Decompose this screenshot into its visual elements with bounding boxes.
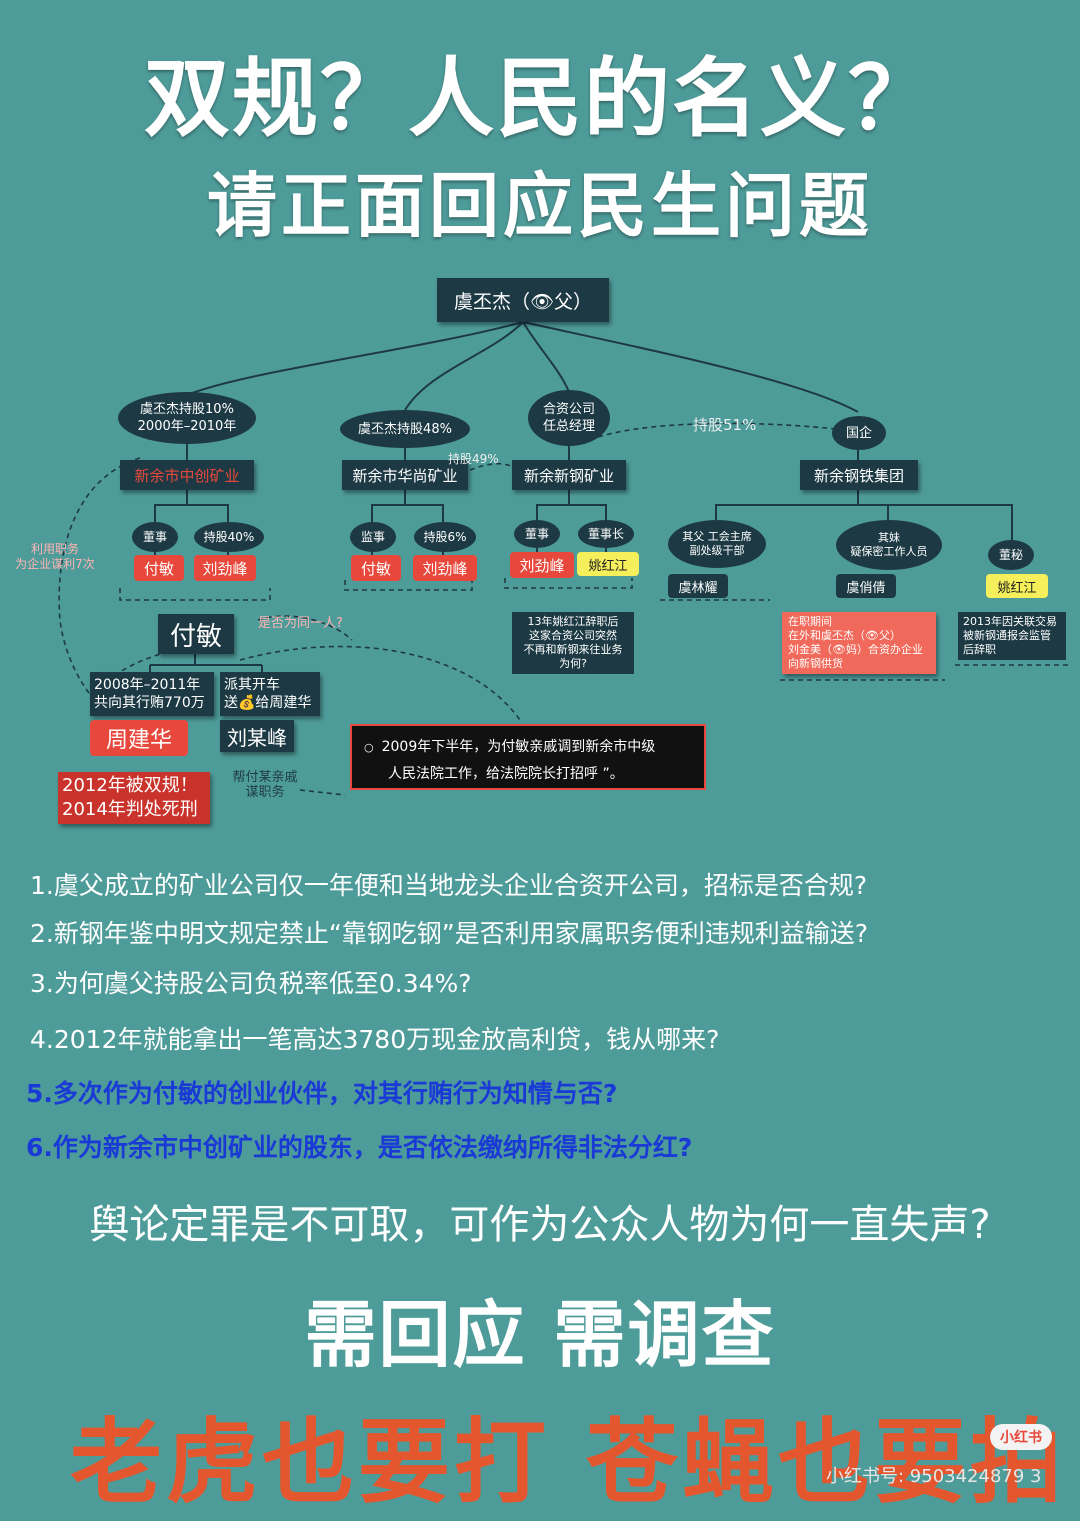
- yao-note-line1: 13年姚红江辞职后: [527, 615, 619, 628]
- link-root-b2: [404, 321, 524, 411]
- secretary-note-line2: 被新钢通报会监管: [963, 629, 1051, 642]
- oval-b2: 虞丕杰持股48%: [340, 410, 470, 448]
- father-union-line2: 副处级干部: [689, 544, 745, 557]
- label-abuse: 利用职务 为企业谋利7次: [10, 542, 100, 572]
- car-box-line2: 送💰给周建华: [224, 695, 312, 711]
- question-3: 3.为何虞父持股公司负税率低至0.34%?: [30, 969, 472, 998]
- slogan: 老虎也要打 苍蝇也要拍: [70, 1409, 1067, 1516]
- role-director-1: 董事: [132, 522, 178, 552]
- sentence-line1: 2012年被双规！: [62, 775, 198, 796]
- secretary-note-line3: 后辞职: [963, 643, 996, 656]
- question-1: 1.虞父成立的矿业公司仅一年便和当地龙头企业合资开公司，招标是否合规?: [30, 871, 868, 900]
- role-supervisor: 监事: [350, 522, 396, 552]
- oval-secretary: 董秘: [988, 540, 1034, 570]
- tag-fumin-2: 付敏: [351, 555, 401, 581]
- role-share6: 持股6%: [414, 522, 476, 552]
- root-node: 虞丕杰（👁父）: [437, 278, 609, 322]
- question-4: 4.2012年就能拿出一笔高达3780万现金放高利贷，钱从哪来?: [30, 1025, 720, 1054]
- label-share51: 持股51%: [693, 416, 757, 434]
- car-box: 派其开车送💰给周建华: [220, 672, 320, 716]
- oval-sister: 其妹疑保密工作人员: [836, 520, 942, 570]
- link-root-b4: [522, 321, 859, 413]
- tag-yaohongjiang-1: 姚红江: [577, 552, 639, 576]
- role-chairman: 董事长: [578, 520, 634, 548]
- oval-b3: 合资公司任总经理: [528, 390, 610, 446]
- oval-b4: 国企: [832, 416, 886, 450]
- role-share40: 持股40%: [194, 522, 264, 552]
- diagram-links: [58, 321, 1070, 796]
- tag-yulinyao: 虞林耀: [668, 574, 728, 598]
- quote-line1: 2009年下半年，为付敏亲戚调到新余市中级: [381, 739, 656, 755]
- label-same-person: 是否为同一人?: [258, 616, 343, 631]
- question-5: 5.多次作为付敏的创业伙伴，对其行贿行为知情与否?: [26, 1079, 618, 1108]
- tag-zhoujianhua: 周建华: [90, 720, 188, 756]
- tag-liujinfeng-1: 刘劲峰: [194, 555, 256, 581]
- role-director-2: 董事: [514, 520, 560, 548]
- main-title: 双规？人民的名义？: [144, 49, 936, 149]
- company-xingang-group: 新余钢铁集团: [800, 460, 918, 490]
- company-xingang-mining: 新余新钢矿业: [512, 460, 626, 490]
- label-abuse-line1: 利用职务: [30, 542, 79, 556]
- oval-b1-line2: 2000年–2010年: [137, 419, 237, 434]
- sentence-line2: 2014年判处死刑: [62, 799, 198, 820]
- bribe-box-line1: 2008年–2011年: [94, 677, 201, 693]
- yao-resign-note: 13年姚红江辞职后 这家合资公司突然 不再和新钢来往业务 为何?: [512, 612, 634, 674]
- fumin-main-node: 付敏: [158, 614, 234, 654]
- sister-note-line4: 向新钢供货: [788, 657, 843, 670]
- oval-father-union: 其父 工会主席副处级干部: [668, 520, 766, 568]
- sub-title: 请正面回应民生问题: [207, 165, 873, 247]
- xiaohongshu-logo: 小红书: [990, 1424, 1052, 1450]
- sentence-box: 2012年被双规！ 2014年判处死刑: [58, 772, 210, 824]
- response-investigate-line: 需回应 需调查: [304, 1293, 776, 1377]
- tag-yaohongjiang-2: 姚红江: [986, 574, 1048, 598]
- company-zhongchuang: 新余市中创矿业: [120, 460, 254, 490]
- question-2: 2.新钢年鉴中明文规定禁止“靠钢吃钢”是否利用家属职务便利违规利益输送?: [30, 919, 869, 948]
- sister-line2: 疑保密工作人员: [850, 545, 928, 558]
- company-huashang: 新余市华尚矿业: [342, 460, 468, 490]
- account-id: 小红书号: 9503424879 3: [826, 1466, 1042, 1487]
- quote-bullet: ○: [364, 741, 374, 754]
- yao-note-line4: 为何?: [559, 657, 587, 670]
- tag-yuqiaoqian: 虞俏倩: [836, 574, 896, 598]
- sister-note-line1: 在职期间: [788, 615, 832, 628]
- quote-box: ○ 2009年下半年，为付敏亲戚调到新余市中级 人民法院工作，给法院院长打招呼 ”…: [350, 724, 706, 790]
- sister-note-line2: 在外和虞丕杰（👁父）: [788, 629, 901, 642]
- secretary-note-line1: 2013年因关联交易: [963, 615, 1057, 628]
- tag-liujinfeng-2: 刘劲峰: [413, 555, 477, 581]
- car-box-line1: 派其开车: [224, 677, 280, 693]
- question-6: 6.作为新余市中创矿业的股东，是否依法缴纳所得非法分红?: [26, 1133, 693, 1162]
- oval-b1-line1: 虞丕杰持股10%: [140, 402, 234, 417]
- label-relative-job-line2: 谋职务: [245, 785, 285, 800]
- father-union-line1: 其父 工会主席: [682, 530, 752, 543]
- link-root-b1: [186, 321, 524, 396]
- bribe-box: 2008年–2011年共向其行贿770万: [90, 672, 214, 716]
- sister-note-line3: 刘金美（👁妈）合资办企业: [788, 643, 923, 656]
- quote-line2: 人民法院工作，给法院院长打招呼 ”。: [388, 766, 624, 782]
- yao-note-line2: 这家合资公司突然: [529, 629, 617, 642]
- bribe-box-line2: 共向其行贿770万: [94, 695, 205, 711]
- oval-b3-line1: 合资公司: [542, 402, 595, 417]
- tag-liujinfeng-3: 刘劲峰: [510, 552, 574, 578]
- link-root-b3: [522, 321, 570, 393]
- oval-b3-line2: 任总经理: [542, 419, 595, 434]
- label-relative-job-line1: 帮付某亲戚: [232, 770, 298, 785]
- sister-line1: 其妹: [878, 531, 900, 544]
- node-liumoufeng: 刘某峰: [220, 720, 294, 752]
- tag-fumin-1: 付敏: [134, 555, 184, 581]
- oval-b1: 虞丕杰持股10% 2000年–2010年: [118, 392, 256, 444]
- yao-note-line3: 不再和新钢来往业务: [523, 643, 623, 656]
- label-share49: 持股49%: [448, 452, 499, 466]
- label-relative-job: 帮付某亲戚 谋职务: [222, 770, 308, 800]
- label-abuse-line2: 为企业谋利7次: [15, 557, 95, 571]
- sister-note: 在职期间 在外和虞丕杰（👁父） 刘金美（👁妈）合资办企业 向新钢供货: [782, 612, 936, 674]
- secretary-note: 2013年因关联交易 被新钢通报会监管 后辞职: [958, 612, 1066, 660]
- public-silence-line: 舆论定罪是不可取，可作为公众人物为何一直失声?: [89, 1202, 991, 1248]
